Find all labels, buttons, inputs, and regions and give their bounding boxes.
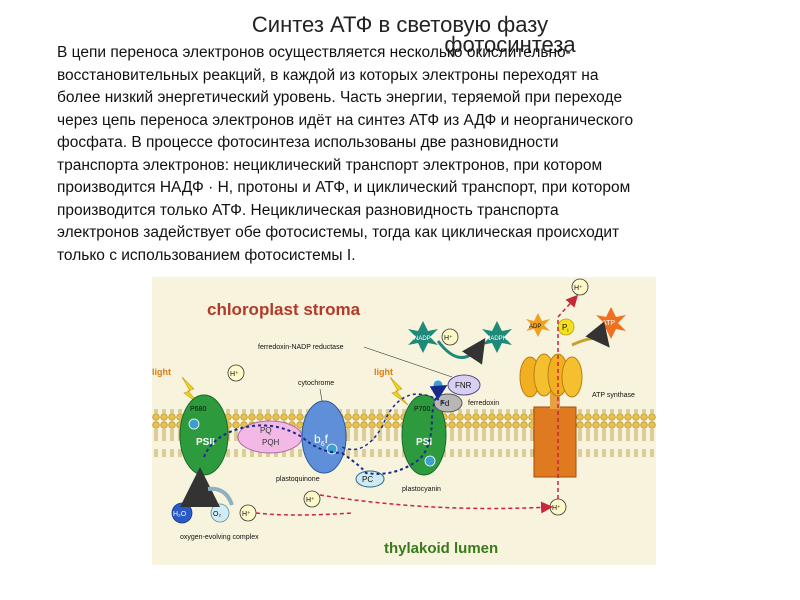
svg-text:H⁺: H⁺ [242,511,251,518]
plastocyanin-label: plastocyanin [402,486,441,493]
fd-label: Fd [440,399,449,408]
light-label: light [152,367,171,377]
atp-label: ATP [602,320,615,327]
psi-complex [401,394,447,476]
proton-icon: H⁺ [571,278,589,296]
proton-icon: H⁺ [303,490,321,508]
pqh2-label: PQH [262,438,280,447]
svg-text:H⁺: H⁺ [306,497,315,504]
slide-title-line2: фотосинтеза [444,32,576,57]
paragraph-line: через цепь переноса электронов идёт на с… [57,111,634,129]
paragraph-line: более низкий энергетический уровень. Час… [57,89,623,106]
svg-text:H⁺: H⁺ [230,371,239,378]
paragraph-line: транспорта электронов: нециклический тра… [57,156,603,174]
o2-label: O₂ [213,511,221,518]
slide-title: Синтез АТФ в световую фазу [251,12,549,37]
psi-label: PSI [416,437,432,448]
proton-icon: H⁺ [441,328,459,346]
psii-label: PSII [196,437,215,448]
atp-icon [596,307,626,339]
paragraph-line: производится только АТФ. Нециклическая р… [57,201,559,219]
paragraph-line: электронов задействует обе фотосистемы, … [57,224,620,241]
h2o-label: H₂O [173,511,187,518]
cytochrome-label: cytochrome [298,380,334,387]
lumen-label: thylakoid lumen [384,540,498,557]
p700-label: P700 [414,406,430,413]
plastocyanin-pc [355,470,385,488]
electron-icon [188,418,200,430]
svg-text:H⁺: H⁺ [574,285,583,292]
fnr-full-label: ferredoxin-NADP reductase [258,344,344,351]
ferredoxin-label: ferredoxin [468,400,499,407]
nadph-icon [482,321,512,353]
pq-label: PQ [260,426,272,435]
nadph-label: NADPH [486,336,507,342]
p680-label: P680 [190,406,206,413]
paragraph-line: производится НАДФ · Н, протоны и АТФ, и … [57,179,631,196]
oxygen-evolving-complex-label: oxygen-evolving complex [180,534,259,541]
pi-label: Pi [562,323,568,334]
oxygen-icon [210,503,230,523]
proton-icon: H⁺ [239,504,257,522]
photosynthesis-diagram: chloroplast stroma thylakoid lumen light… [152,277,656,565]
proton-icon: H⁺ [227,364,245,382]
stroma-label: chloroplast stroma [207,300,361,319]
body-paragraph: В цепи переноса электронов осуществляетс… [57,42,773,267]
nadp-label: NADP [414,336,431,342]
plastoquinone-label: plastoquinone [276,476,320,483]
pc-label: PC [362,475,373,484]
electron-icon [424,455,436,467]
cytochrome-b6f [301,400,347,474]
fnr-enzyme [447,374,481,396]
nadp-icon [408,321,438,353]
paragraph-line: В цепи переноса электронов осуществляетс… [57,44,571,61]
fnr-label: FNR [455,381,472,390]
atp-synthase-label: ATP synthase [592,392,635,399]
atp-synthase-stalk [533,406,577,478]
b6f-label: b6f [314,432,329,448]
svg-text:H⁺: H⁺ [552,505,561,512]
svg-text:H⁺: H⁺ [444,335,453,342]
adp-label: ADP [529,324,541,330]
paragraph-line: только с использованием фотосистемы I. [57,246,356,264]
paragraph-line: фосфата. В процессе фотосинтеза использо… [57,134,559,151]
adp-icon [526,313,550,337]
light-label: light [374,367,393,377]
proton-icon: H⁺ [549,498,567,516]
light-bolt-icon [389,376,409,406]
paragraph-line: восстановительных реакций, в каждой из к… [57,66,599,84]
electron-icon [326,443,338,455]
